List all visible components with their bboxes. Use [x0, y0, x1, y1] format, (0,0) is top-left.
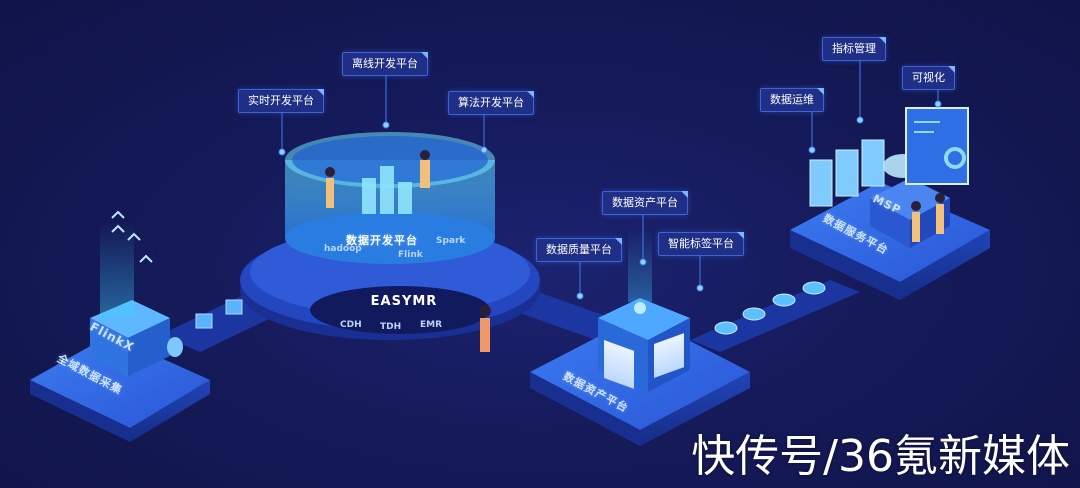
tag-algorithm-dev: 算法开发平台 [448, 91, 534, 115]
dev-ring-logo-spark: Spark [436, 236, 466, 246]
dev-platform-label: 数据开发平台 [346, 234, 418, 247]
tag-data-ops: 数据运维 [760, 88, 824, 112]
hub-name: EASYMR [370, 294, 438, 309]
flow-discs-right [714, 281, 826, 335]
dev-platform [240, 132, 540, 340]
tag-visualization: 可视化 [902, 66, 955, 90]
hub-sub-cdh: CDH [340, 320, 362, 330]
watermark: 快传号/36氪新媒体 [691, 431, 1070, 482]
tag-data-asset: 数据资产平台 [602, 191, 688, 215]
tag-smart-tag: 智能标签平台 [658, 232, 744, 256]
collection-platform [30, 210, 210, 442]
tag-offline-dev: 离线开发平台 [342, 52, 428, 76]
hub-sub-tdh: TDH [380, 322, 402, 332]
service-platform [790, 107, 990, 300]
asset-platform [530, 230, 750, 446]
tag-index-mgmt: 指标管理 [822, 37, 886, 61]
tag-realtime-dev: 实时开发平台 [238, 89, 324, 113]
tag-leader-lines [278, 58, 942, 300]
engineer-figure [479, 305, 491, 352]
tag-data-quality: 数据质量平台 [536, 238, 622, 262]
hub-sub-emr: EMR [420, 320, 443, 330]
dev-ring-logo-hadoop: hadoop [324, 244, 362, 254]
dev-ring-logo-flink: Flink [398, 250, 423, 260]
